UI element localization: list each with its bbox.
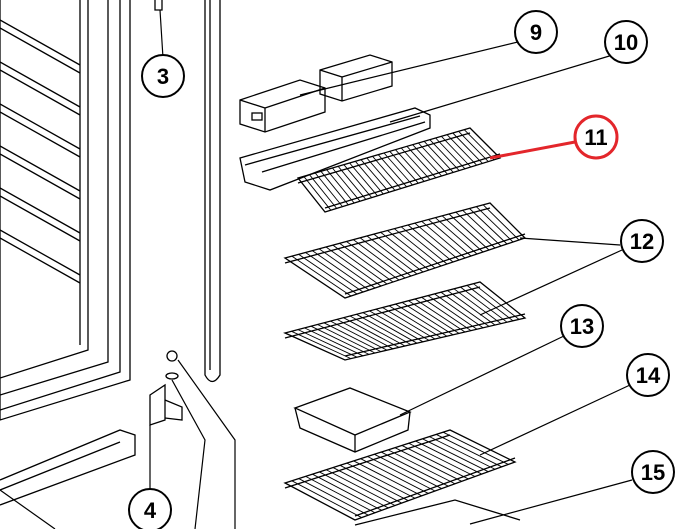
callout-10: 10 — [604, 20, 648, 64]
small-tray — [293, 387, 412, 453]
callout-13: 13 — [560, 304, 604, 348]
hinge-pin — [154, 0, 163, 11]
callout-label: 13 — [570, 314, 594, 339]
door-shelf — [0, 145, 81, 200]
callout-circle — [620, 219, 664, 263]
callout-circle — [141, 54, 185, 98]
callout-circle — [573, 114, 619, 160]
callout-15: 15 — [631, 450, 675, 494]
callout-label: 12 — [630, 229, 654, 254]
callout-label: 3 — [157, 64, 169, 89]
bottom-hinge — [149, 350, 183, 426]
callout-14: 14 — [626, 353, 670, 397]
wire-shelf-14 — [283, 429, 517, 521]
callout-4: 4 — [128, 488, 172, 529]
door-seal-strip — [204, 0, 221, 383]
door-shelf — [0, 19, 81, 74]
callout-label: 10 — [614, 30, 638, 55]
callout-12: 12 — [620, 219, 664, 263]
callout-9: 9 — [514, 10, 558, 54]
fridge-door — [0, 0, 131, 421]
callout-circle — [514, 10, 558, 54]
callout-label: 14 — [636, 363, 661, 388]
shelf-front-tray — [239, 107, 431, 191]
door-shelf — [0, 61, 81, 116]
callout-label: 11 — [584, 125, 607, 150]
callout-circle — [560, 304, 604, 348]
callout-circle — [128, 488, 172, 529]
callout-label: 4 — [144, 498, 157, 523]
bottom-cover-plate — [354, 499, 521, 526]
door-shelf — [0, 103, 81, 158]
callout-label: 15 — [641, 460, 665, 485]
callout-11: 11 — [573, 114, 619, 160]
callout-circle — [604, 20, 648, 64]
callout-11-leader — [489, 140, 576, 160]
callout-3: 3 — [141, 54, 185, 98]
wire-shelf-11 — [296, 127, 502, 213]
callout-circle — [631, 450, 675, 494]
wire-shelf-12-lower — [283, 281, 527, 361]
door-shelf — [0, 229, 81, 284]
door-shelf — [0, 187, 81, 242]
wire-shelf-12-upper — [283, 202, 527, 299]
callout-circle — [626, 353, 670, 397]
callout-label: 9 — [530, 20, 542, 45]
dairy-compartment — [239, 54, 393, 133]
door-bottom-trim — [0, 429, 136, 506]
